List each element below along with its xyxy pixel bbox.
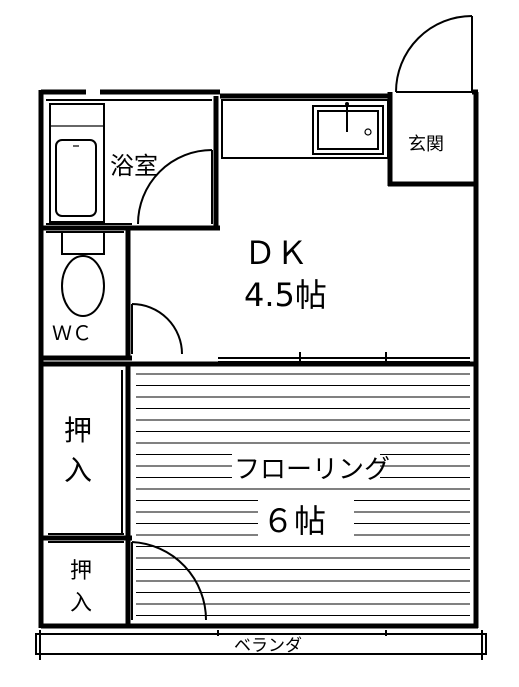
closet-upper-label-1: 押 bbox=[64, 414, 92, 447]
bath-door-icon bbox=[137, 149, 213, 225]
flooring-size-label: ６帖 bbox=[262, 502, 326, 540]
entrance-door-icon bbox=[395, 15, 473, 93]
wc-label: ＷＣ bbox=[52, 321, 92, 345]
flooring-hatch bbox=[136, 373, 470, 617]
wc-door-icon bbox=[131, 303, 183, 355]
closet-upper-label-2: 入 bbox=[64, 454, 92, 487]
dk-name-label: ＤＫ bbox=[244, 234, 308, 272]
bathtub-icon bbox=[49, 103, 105, 223]
entrance-walls bbox=[387, 91, 478, 187]
kitchen-counter bbox=[221, 99, 389, 159]
sliding-door-dk bbox=[41, 352, 478, 367]
toilet-icon bbox=[61, 231, 105, 317]
veranda-railing bbox=[35, 630, 487, 660]
closet-lower-label-1: 押 bbox=[70, 559, 92, 584]
flooring-name-label: フローリング bbox=[234, 455, 390, 485]
closet-door-icon bbox=[131, 541, 208, 621]
closet-lower-label-2: 入 bbox=[70, 591, 92, 616]
closet-walls bbox=[41, 364, 132, 628]
veranda-label: ベランダ bbox=[234, 636, 302, 656]
entrance-label: 玄関 bbox=[408, 134, 444, 155]
dk-size-label: 4.5帖 bbox=[244, 276, 327, 314]
bath-label: 浴室 bbox=[110, 152, 158, 180]
